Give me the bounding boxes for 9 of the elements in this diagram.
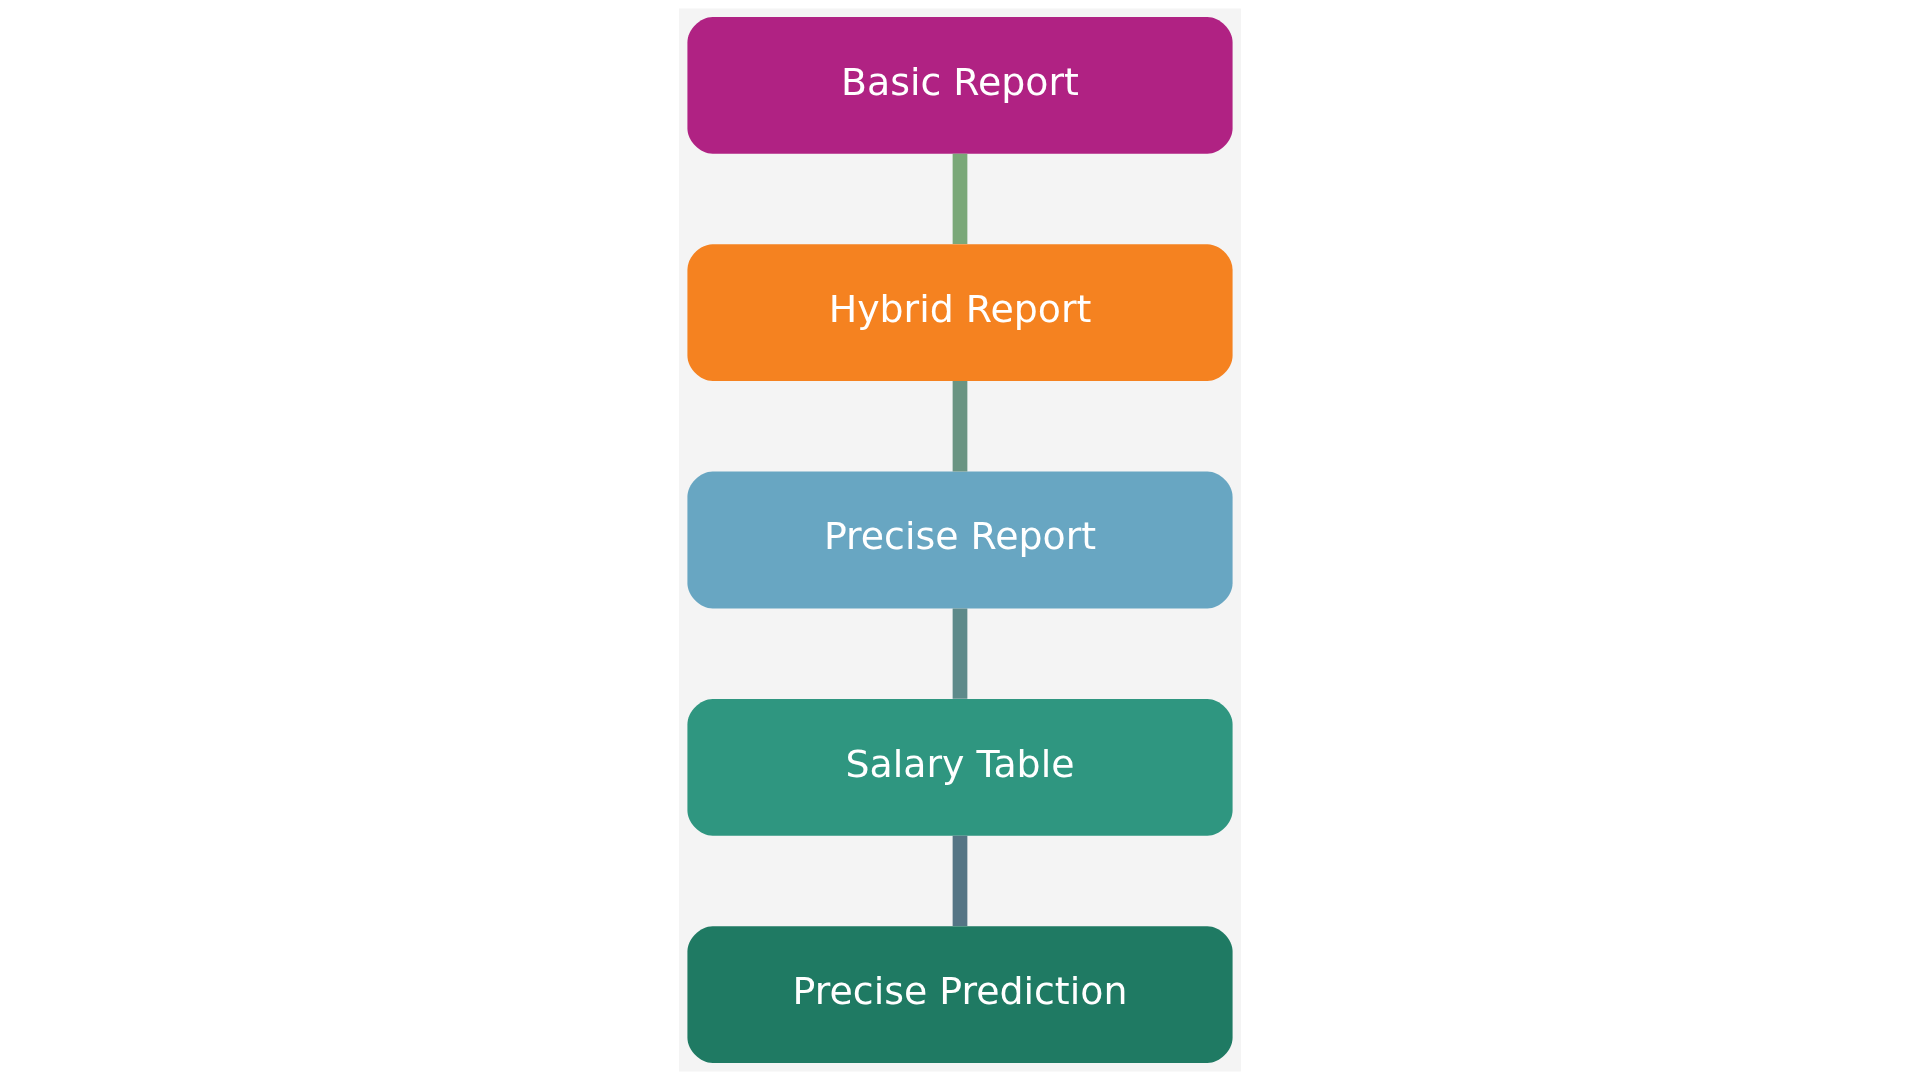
node-box: Precise Prediction	[687, 926, 1233, 1064]
connector	[952, 608, 968, 699]
node-box: Basic Report	[687, 16, 1233, 154]
connector	[952, 835, 968, 927]
node-box: Precise Report	[687, 471, 1233, 609]
connector	[952, 153, 968, 245]
node-box: Hybrid Report	[687, 244, 1233, 382]
connector	[952, 381, 968, 472]
node-box: Salary Table	[687, 698, 1233, 836]
